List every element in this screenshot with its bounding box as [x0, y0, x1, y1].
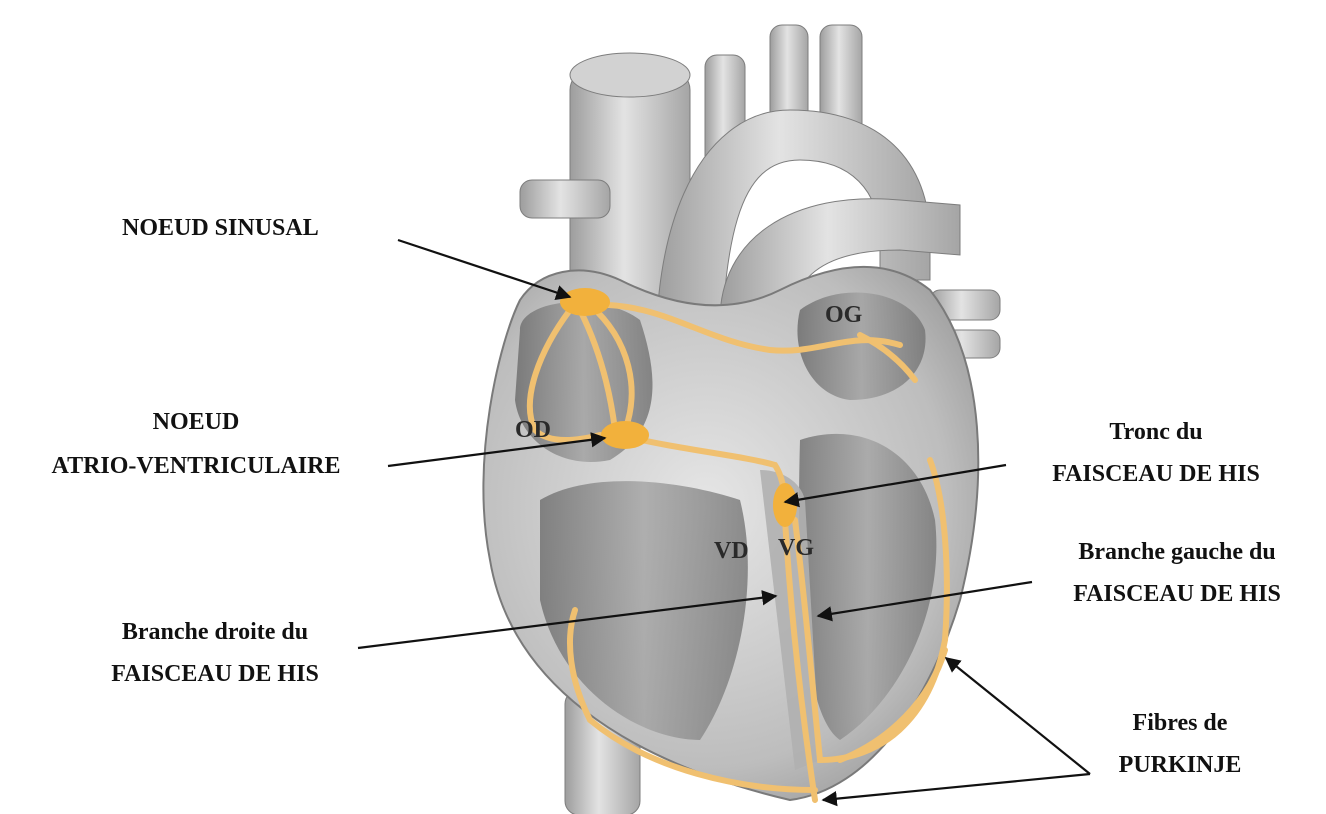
label-av-node-line1: NOEUD	[0, 406, 392, 438]
label-right-branch-line1: Branche droite du	[70, 616, 360, 648]
label-right-branch: Branche droite du FAISCEAU DE HIS	[70, 616, 360, 690]
label-purkinje-line2: PURKINJE	[1080, 749, 1280, 781]
arrow-purkinje-1	[823, 774, 1090, 800]
label-av-node-line2: ATRIO-VENTRICULAIRE	[0, 450, 392, 482]
sinus-node-shape	[560, 288, 610, 316]
superior-vena-cava-opening	[570, 53, 690, 97]
label-purkinje-line1: Fibres de	[1080, 707, 1280, 739]
label-right-ventricle: VD	[714, 538, 749, 565]
label-right-branch-line2: FAISCEAU DE HIS	[70, 658, 360, 690]
arrow-purkinje-2	[946, 658, 1090, 774]
label-left-branch-line1: Branche gauche du	[1036, 536, 1318, 568]
label-purkinje: Fibres de PURKINJE	[1080, 707, 1280, 781]
label-av-node: NOEUD ATRIO-VENTRICULAIRE	[0, 406, 392, 482]
label-left-atrium: OG	[825, 302, 862, 329]
av-node-shape	[601, 421, 649, 449]
label-sinus-node: NOEUD SINUSAL	[122, 212, 319, 244]
his-trunk-shape	[773, 483, 797, 527]
label-his-trunk: Tronc du FAISCEAU DE HIS	[1006, 416, 1306, 490]
label-left-branch-line2: FAISCEAU DE HIS	[1036, 578, 1318, 610]
label-right-atrium: OD	[515, 417, 551, 444]
label-left-ventricle: VG	[778, 535, 814, 562]
label-his-trunk-line1: Tronc du	[1006, 416, 1306, 448]
right-pulmonary-artery	[520, 180, 610, 218]
label-his-trunk-line2: FAISCEAU DE HIS	[1006, 458, 1306, 490]
arrow-sinus-node	[398, 240, 570, 297]
label-left-branch: Branche gauche du FAISCEAU DE HIS	[1036, 536, 1318, 610]
